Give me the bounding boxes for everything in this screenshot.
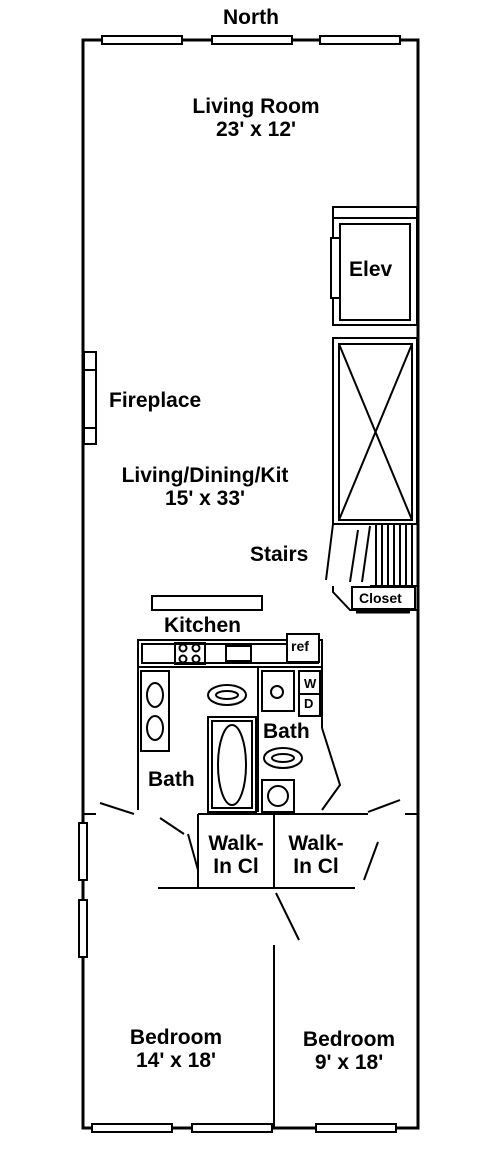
south-windows — [91, 1123, 397, 1133]
washer-label: W — [304, 676, 317, 691]
double-vanity — [140, 670, 170, 752]
bedroom-right-label: Bedroom 9' x 18' — [303, 1028, 395, 1074]
walk-in-right-line2: In Cl — [293, 855, 339, 879]
stairs-label: Stairs — [250, 543, 309, 566]
stairs-shaft — [332, 337, 418, 525]
bathtub — [207, 716, 257, 813]
living-room-label: Living Room 23' x 12' — [192, 95, 319, 141]
bedroom-right-name: Bedroom — [302, 1028, 396, 1051]
outer-wall — [81, 38, 420, 1130]
shower-right — [261, 779, 295, 813]
right-bath-sink-cabinet — [261, 670, 295, 712]
stair-treads — [325, 523, 417, 587]
bedroom-left-size: 14' x 18' — [135, 1049, 217, 1073]
walk-in-right-line1: Walk- — [288, 832, 344, 855]
toilet-right — [263, 747, 303, 769]
living-dining-kit-label: Living/Dining/Kit 15' x 33' — [122, 464, 289, 510]
walk-in-closet-right-label: Walk- In Cl — [288, 832, 343, 878]
elevator-label: Elev — [349, 258, 393, 281]
living-room-size: 23' x 12' — [215, 118, 297, 142]
elevator-door — [330, 237, 341, 299]
toilet-left — [207, 684, 247, 706]
dryer-label: D — [304, 696, 314, 711]
kitchen-island — [151, 595, 263, 611]
fireplace-label: Fireplace — [109, 389, 202, 412]
refrigerator — [286, 633, 320, 663]
kitchen-counter — [137, 639, 323, 668]
bedroom-left-label: Bedroom 14' x 18' — [130, 1026, 222, 1072]
ref-label: ref — [291, 638, 309, 654]
bedroom-left-name: Bedroom — [129, 1026, 223, 1049]
walk-in-left-line1: Walk- — [208, 832, 264, 855]
walk-in-left-line2: In Cl — [213, 855, 259, 879]
closet-label: Closet — [359, 590, 402, 606]
living-dining-kit-size: 15' x 33' — [164, 487, 246, 511]
living-room-name: Living Room — [192, 95, 320, 118]
bath-right-label: Bath — [263, 720, 310, 743]
walk-in-closet-left-label: Walk- In Cl — [208, 832, 263, 878]
west-windows — [78, 822, 88, 958]
fireplace-hearth — [83, 351, 97, 445]
bath-left-label: Bath — [148, 768, 195, 791]
north-windows — [101, 35, 401, 45]
living-dining-kit-name: Living/Dining/Kit — [121, 464, 289, 487]
kitchen-sink — [225, 645, 252, 662]
kitchen-label: Kitchen — [164, 614, 242, 637]
compass-north: North — [223, 6, 279, 29]
cooktop — [174, 642, 206, 665]
bedroom-right-size: 9' x 18' — [314, 1051, 384, 1075]
